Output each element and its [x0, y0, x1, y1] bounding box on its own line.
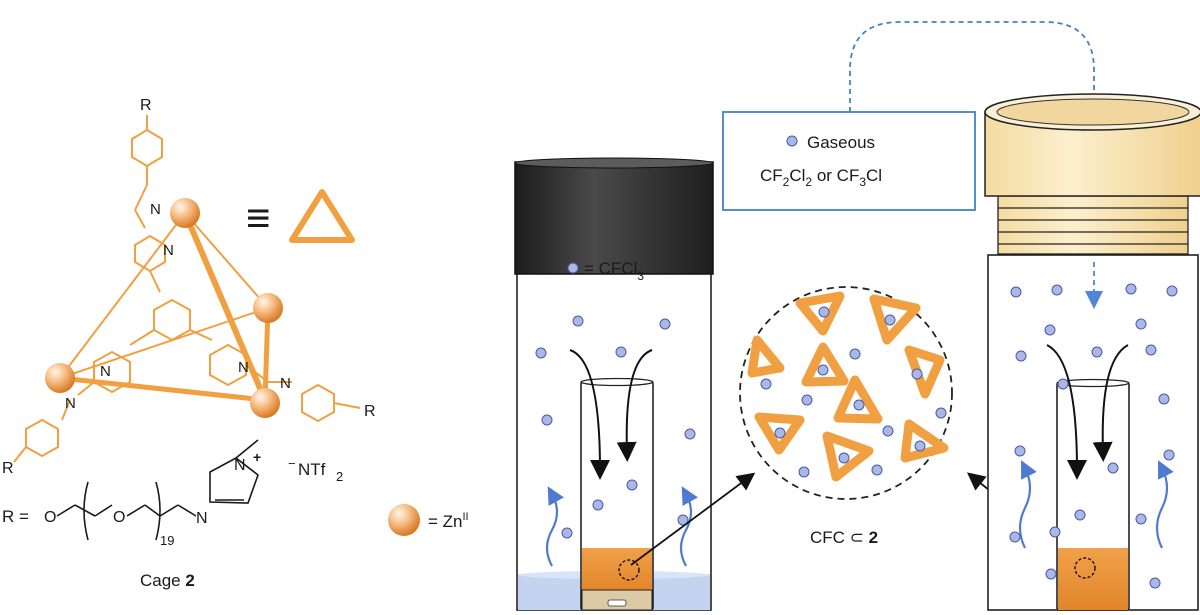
zn-sphere-icon [45, 363, 75, 393]
r-oxygen-2: O [113, 509, 125, 526]
cage-edge [59, 307, 269, 379]
focus-circle [618, 559, 640, 581]
gas-line-2: CF2Cl2 or CF3Cl [760, 166, 882, 189]
r-label: R [364, 403, 376, 420]
vial-cap-dark [514, 161, 714, 275]
flow-arrow-icon [569, 349, 610, 480]
focus-circle [1074, 557, 1096, 579]
curved-flow-arrow-icon [1155, 460, 1174, 549]
host-guest-zoom: CFC ⊂ 2 [739, 286, 953, 547]
cage-edge-front [182, 211, 268, 402]
cage-edge [59, 212, 186, 379]
gas-feed-line [849, 21, 1095, 118]
triangle-cages [747, 291, 949, 482]
r-oxygen-1: O [44, 509, 56, 526]
guest-molecule-icon [567, 262, 579, 274]
n-label: N [163, 242, 174, 259]
curved-flow-arrow-icon [1018, 460, 1037, 549]
equivalence-symbol: ≡ [246, 194, 271, 241]
gas-line-1: Gaseous [807, 133, 875, 152]
gas-box-frame [722, 111, 976, 211]
r-group-structure: R = O O 19 N N + − NTf 2 [2, 439, 343, 548]
flow-arrow-icon [1092, 344, 1129, 462]
cage-edge [184, 212, 269, 309]
zn-sphere-icon [253, 293, 283, 323]
r-equals-label: R = [2, 507, 29, 526]
gas-vial [984, 93, 1200, 611]
guest-molecule-icon [786, 135, 798, 147]
curved-flow-arrow-icon [679, 486, 698, 567]
cage-structure [13, 115, 361, 463]
zoom-arrow-icon [630, 472, 756, 566]
r-label: R [140, 97, 152, 114]
zn-legend-label: = ZnII [428, 511, 469, 531]
cfcl3-vial: = CFCl3 [514, 157, 714, 611]
gas-source-box: Gaseous CF2Cl2 or CF3Cl [722, 21, 1095, 211]
counterion-subscript: 2 [336, 469, 343, 484]
r-label: R [2, 460, 14, 477]
guest-molecules [1009, 283, 1178, 589]
vial-threads [997, 195, 1189, 255]
cfcl3-legend-label: = CFCl3 [584, 259, 644, 283]
encapsulated-guests [760, 306, 947, 478]
zn-legend-sphere-icon [388, 504, 420, 536]
flow-arrow-icon [616, 349, 653, 462]
n-label: N [150, 201, 161, 218]
curved-flow-arrow-icon [545, 486, 564, 567]
n-label: N [65, 395, 76, 412]
zn-sphere-icon [250, 388, 280, 418]
cage-edge-front [262, 307, 271, 401]
r-repeat-subscript: 19 [160, 533, 174, 548]
counterion-charge: − [288, 456, 296, 471]
tube-solution [1058, 548, 1128, 610]
r-imidazole-n2: N [234, 457, 246, 474]
r-charge-plus: + [253, 449, 261, 465]
guest-molecules [535, 315, 696, 539]
flow-arrow-icon [1046, 344, 1087, 480]
host-guest-label: CFC ⊂ 2 [810, 528, 878, 547]
cage-n-labels: N N N N N N R R R [2, 97, 376, 477]
counterion-label: NTf [298, 460, 326, 479]
n-label: N [280, 375, 291, 392]
zn-sphere-icon [170, 198, 200, 228]
r-imidazole-n1: N [196, 510, 208, 527]
triangle-cage-icon [289, 189, 355, 243]
tube-solution [582, 548, 652, 590]
n-label: N [238, 359, 249, 376]
cage-caption: Cage 2 [140, 571, 195, 590]
n-label: N [100, 363, 111, 380]
zn-spheres [45, 198, 283, 418]
